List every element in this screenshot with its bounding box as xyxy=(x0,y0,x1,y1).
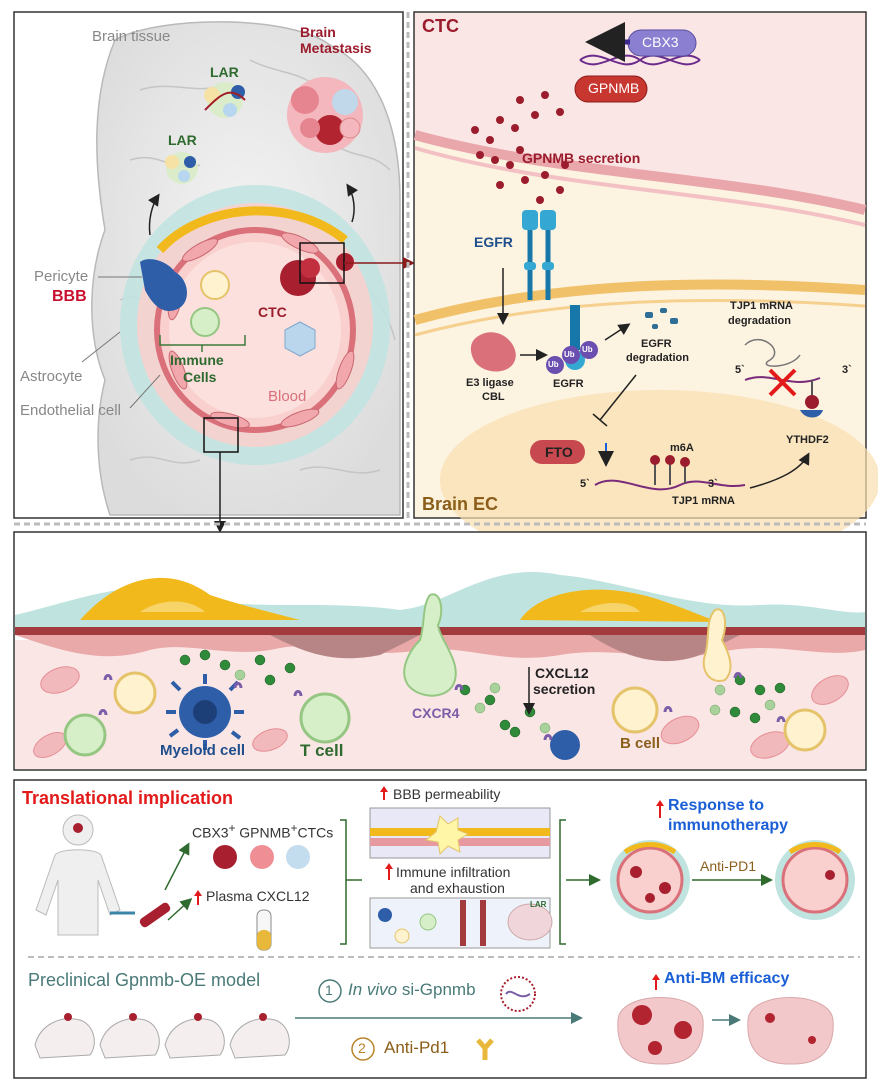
label-ythdf2: YTHDF2 xyxy=(786,434,829,446)
label-tjp1-mrna: TJP1 mRNA xyxy=(672,495,735,507)
label-m6a: m6A xyxy=(670,442,694,454)
label-step2-num: 2 xyxy=(358,1040,366,1056)
label-immune-infiltration-1: Immune infiltration xyxy=(396,864,511,880)
ctcs-cbx3: CBX3 xyxy=(192,824,229,841)
label-anti-bm: Anti-BM efficacy xyxy=(664,970,790,987)
label-three-prime-2: 3` xyxy=(708,478,718,490)
label-brain-ec: Brain EC xyxy=(422,494,499,514)
label-myeloid: Myeloid cell xyxy=(160,742,246,759)
label-cxcr4: CXCR4 xyxy=(412,705,460,721)
label-endothelial: Endothelial cell xyxy=(20,402,121,419)
label-response-1: Response to xyxy=(668,797,765,814)
label-egfr-degradation-2: degradation xyxy=(626,352,689,364)
label-blood: Blood xyxy=(268,388,307,405)
label-three-prime-1: 3` xyxy=(842,364,852,376)
label-anti-pd1: Anti-PD1 xyxy=(700,858,757,874)
label-cbl: CBL xyxy=(482,391,505,403)
label-egfr-ub: EGFR xyxy=(553,378,584,390)
label-five-prime-1: 5` xyxy=(735,364,745,376)
label-gpnmb: GPNMB xyxy=(588,80,640,96)
label-ub-3: Ub xyxy=(582,345,593,354)
label-plasma: Plasma CXCL12 xyxy=(206,888,310,904)
label-lar-2: LAR xyxy=(168,132,197,148)
step1-rest: si-Gpnmb xyxy=(397,980,476,999)
label-bbb: BBB xyxy=(52,288,87,305)
label-pericyte: Pericyte xyxy=(34,268,89,285)
label-ctc-left: CTC xyxy=(258,304,287,320)
label-step1-num: 1 xyxy=(325,982,333,998)
label-lar-1: LAR xyxy=(210,64,239,80)
panel-translational xyxy=(13,779,867,1079)
label-response-2: immunotherapy xyxy=(668,817,789,834)
label-cxcl12-1: CXCL12 xyxy=(535,665,589,681)
label-ub-2: Ub xyxy=(564,350,575,359)
label-gpnmb-secretion: GPNMB secretion xyxy=(522,150,641,166)
label-e3-ligase: E3 ligase xyxy=(466,377,514,389)
label-preclinical: Preclinical Gpnmb-OE model xyxy=(28,970,261,990)
label-ctc-right: CTC xyxy=(422,16,459,36)
label-tjp1-deg-2: degradation xyxy=(728,315,791,327)
label-astrocyte: Astrocyte xyxy=(20,368,83,385)
label-egfr-receptor: EGFR xyxy=(474,234,513,250)
panel-immune-infiltration xyxy=(13,531,867,771)
label-five-prime-2: 5` xyxy=(580,478,590,490)
panel-brain-overview xyxy=(13,11,415,533)
label-immune-2: Cells xyxy=(183,369,217,385)
label-egfr-degradation-1: EGFR xyxy=(641,338,672,350)
label-immune-infiltration-2: and exhaustion xyxy=(410,880,505,896)
ctcs-gpnmb: GPNMB xyxy=(235,824,291,841)
ctcs-suffix: CTCs xyxy=(297,824,334,841)
label-brain-metastasis-1: Brain xyxy=(300,24,336,40)
label-cbx3: CBX3 xyxy=(642,34,679,50)
label-brain-tissue: Brain tissue xyxy=(92,28,171,45)
label-t-cell: T cell xyxy=(300,741,344,760)
label-brain-metastasis-2: Metastasis xyxy=(300,40,372,56)
label-lar-mini: LAR xyxy=(530,900,547,909)
label-tjp1-deg-1: TJP1 mRNA xyxy=(730,300,793,312)
label-fto: FTO xyxy=(545,444,573,460)
label-ub-1: Ub xyxy=(548,360,559,369)
panel-molecular-mechanism xyxy=(413,11,878,570)
step1-italic: In vivo xyxy=(348,980,398,999)
label-immune-1: Immune xyxy=(170,352,224,368)
label-b-cell: B cell xyxy=(620,735,661,752)
label-step1: In vivo si-Gpnmb xyxy=(348,980,476,1000)
label-cxcl12-2: secretion xyxy=(533,681,596,697)
label-step2: Anti-Pd1 xyxy=(384,1038,450,1057)
label-bbb-permeability: BBB permeability xyxy=(393,786,501,802)
label-ctcs: CBX3+ GPNMB+CTCs xyxy=(192,822,334,841)
label-translational-title: Translational implication xyxy=(22,788,234,808)
